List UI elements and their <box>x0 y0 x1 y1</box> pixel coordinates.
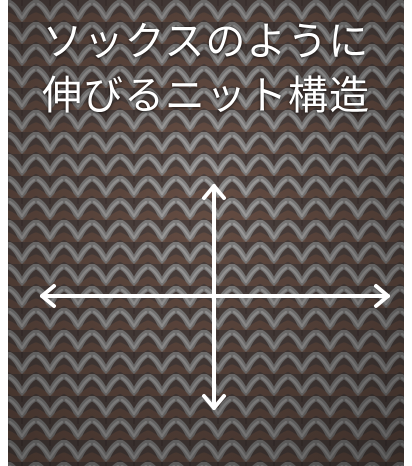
caption-line-1: ソックスのように <box>42 19 370 65</box>
caption-line-2: 伸びるニット構造 <box>42 73 370 119</box>
knit-texture-photo <box>8 0 404 466</box>
